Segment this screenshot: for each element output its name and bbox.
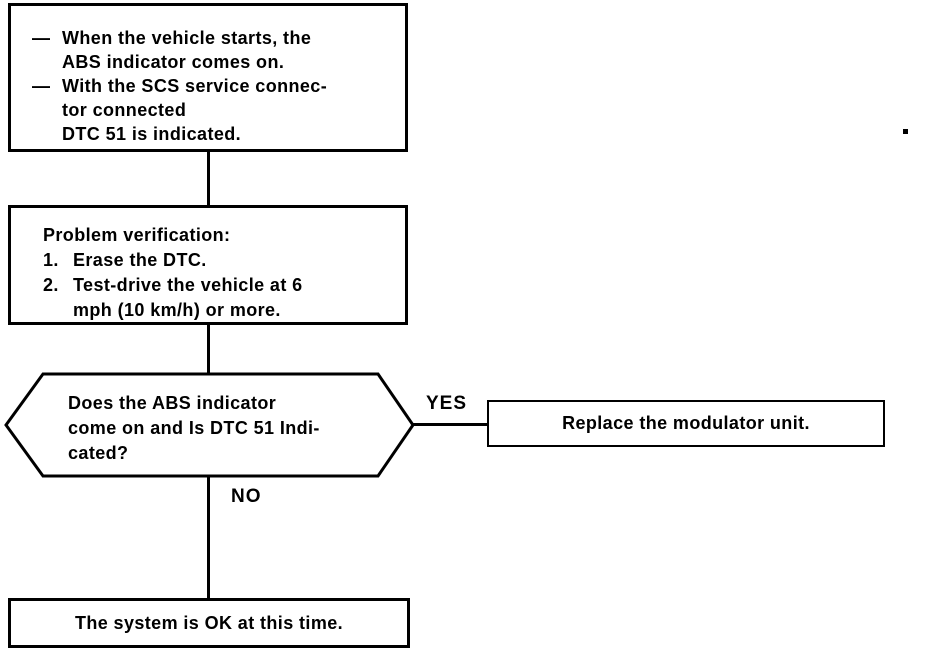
text-line: cated? xyxy=(68,443,129,463)
text-line: Test-drive the vehicle at 6 xyxy=(73,275,303,295)
connector-yes-branch xyxy=(413,423,488,426)
symptom-item-text: With the SCS service connec- tor connect… xyxy=(62,74,327,146)
step-text: Test-drive the vehicle at 6 mph (10 km/h… xyxy=(73,273,303,323)
step-number: 1. xyxy=(43,250,59,270)
verification-title: Problem verification: xyxy=(43,225,231,245)
no-branch-label: NO xyxy=(231,486,262,507)
connector-no-branch xyxy=(207,476,210,600)
verification-box: Problem verification: 1. Erase the DTC. … xyxy=(8,205,408,325)
symptom-item-text: When the vehicle starts, the ABS indicat… xyxy=(62,26,311,74)
step-text: Erase the DTC. xyxy=(73,248,207,273)
verification-step: 1. Erase the DTC. xyxy=(43,248,399,273)
step-number: 2. xyxy=(43,275,59,295)
dash-bullet: — xyxy=(32,28,51,48)
result-text: The system is OK at this time. xyxy=(74,612,344,633)
text-line: Does the ABS indicator xyxy=(68,393,277,413)
decision-question: Does the ABS indicator come on and Is DT… xyxy=(68,391,320,466)
text-line: Erase the DTC. xyxy=(73,250,207,270)
connector-symptom-to-verification xyxy=(207,150,210,206)
scan-artifact-dot xyxy=(903,129,908,134)
connector-verification-to-decision xyxy=(207,323,210,374)
text-line: mph (10 km/h) or more. xyxy=(73,300,281,320)
symptom-item: — When the vehicle starts, the ABS indic… xyxy=(32,26,399,74)
text-line: When the vehicle starts, the xyxy=(62,28,312,48)
action-text: Replace the modulator unit. xyxy=(562,413,810,433)
symptom-item: — With the SCS service connec- tor conne… xyxy=(32,74,399,146)
text-line: With the SCS service connec- xyxy=(62,76,328,96)
text-line: DTC 51 is indicated. xyxy=(62,124,242,144)
dash-bullet: — xyxy=(32,76,51,96)
verification-step: 2. Test-drive the vehicle at 6 mph (10 k… xyxy=(43,273,399,323)
text-line: ABS indicator comes on. xyxy=(62,52,285,72)
replace-modulator-box: Replace the modulator unit. xyxy=(487,400,885,447)
system-ok-box: The system is OK at this time. xyxy=(8,598,410,648)
text-line: come on and Is DTC 51 Indi- xyxy=(68,418,320,438)
symptom-box: — When the vehicle starts, the ABS indic… xyxy=(8,3,408,152)
yes-branch-label: YES xyxy=(426,393,468,414)
text-line: tor connected xyxy=(62,100,187,120)
